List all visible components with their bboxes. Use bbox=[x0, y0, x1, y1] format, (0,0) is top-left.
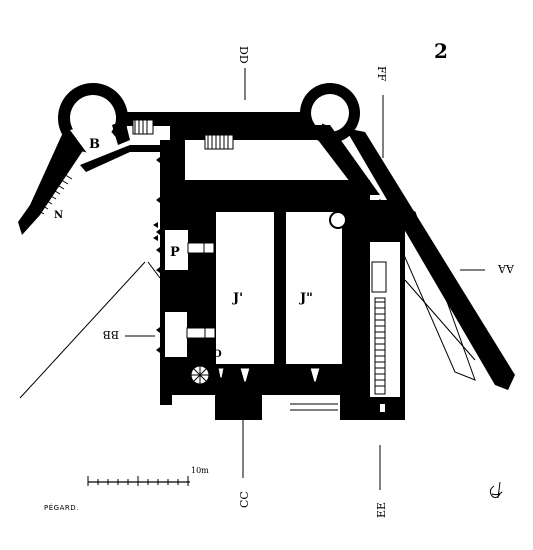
section-marker-cc: CC bbox=[238, 405, 251, 508]
west-wall-with-loopholes bbox=[156, 140, 172, 405]
label-n: N bbox=[54, 210, 63, 221]
p-door bbox=[187, 242, 215, 254]
svg-text:DD: DD bbox=[237, 46, 250, 64]
label-o: O bbox=[213, 349, 222, 360]
section-marker-aa: AA bbox=[460, 262, 515, 275]
section-marker-ff: FF bbox=[375, 66, 388, 158]
label-j-double-prime: J" bbox=[299, 291, 313, 306]
svg-text:EE: EE bbox=[375, 502, 388, 518]
lower-room-door bbox=[186, 327, 216, 339]
north-curtain-wall bbox=[120, 112, 320, 135]
section-marker-dd: DD bbox=[237, 46, 250, 100]
plate-number: 2 bbox=[434, 39, 448, 63]
scale-label: 10m bbox=[191, 466, 209, 475]
label-p: P bbox=[170, 245, 180, 260]
south-chamber-lines bbox=[290, 403, 338, 411]
straight-stair bbox=[371, 261, 387, 395]
label-j-prime: J' bbox=[232, 291, 243, 306]
straight-stair-treads bbox=[375, 301, 385, 387]
label-b: B bbox=[89, 137, 100, 152]
stair-loophole bbox=[380, 404, 385, 412]
tower-b-link-wall bbox=[80, 145, 160, 172]
main-keep bbox=[165, 180, 405, 420]
embrasures bbox=[217, 367, 321, 383]
tower-b bbox=[58, 83, 130, 160]
section-marker-bb: BB bbox=[103, 328, 155, 341]
left-rampart-wall bbox=[18, 128, 90, 235]
spiral-stair-o bbox=[190, 365, 210, 385]
svg-text:CC: CC bbox=[238, 491, 251, 508]
west-loophole-marks bbox=[153, 222, 158, 241]
bailey-stairs bbox=[204, 134, 234, 150]
upper-bailey-wall bbox=[170, 125, 380, 195]
engraver-credit: PÉGARD. bbox=[44, 503, 79, 512]
outer-ditch-lines bbox=[19, 261, 476, 399]
spiral-stair-upper bbox=[329, 211, 365, 271]
scale-bar: 10m bbox=[87, 466, 209, 486]
signature-monogram bbox=[489, 481, 503, 499]
svg-text:BB: BB bbox=[103, 328, 119, 341]
svg-text:AA: AA bbox=[497, 262, 515, 275]
svg-text:FF: FF bbox=[375, 66, 388, 82]
section-marker-ee: EE bbox=[375, 445, 388, 518]
